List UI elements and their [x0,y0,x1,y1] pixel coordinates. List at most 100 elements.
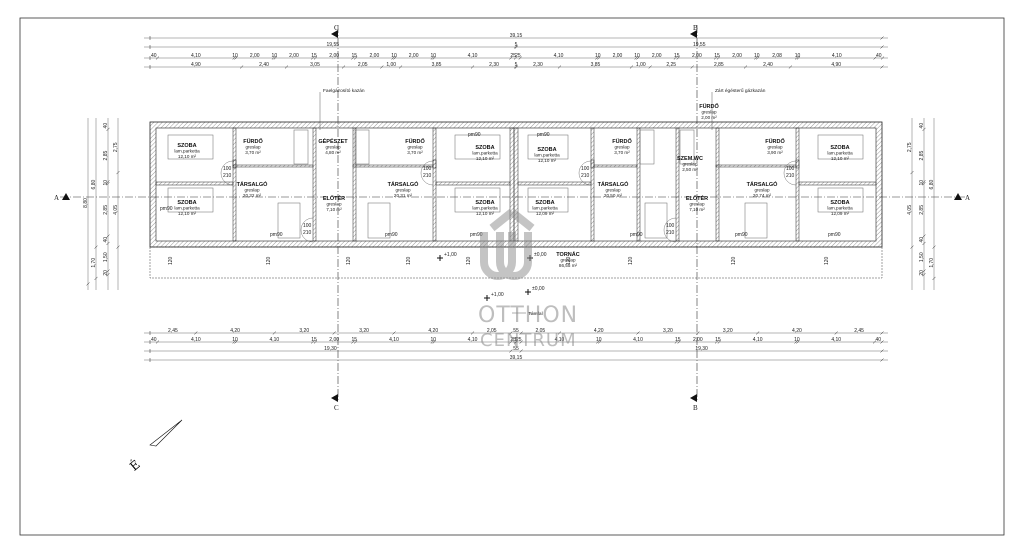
section-label-a-right: A [965,194,970,202]
dim-label: 4,05 [907,205,913,215]
dim-tick [470,65,475,69]
dim-label: 2,00 [693,337,703,343]
dim-label: 2,25 [666,62,676,68]
dim-label: 1,00 [636,62,646,68]
dim-label: 2,08 [772,53,782,59]
pier-label: 120 [566,256,572,265]
dim-tick [310,56,315,60]
dim-tick [194,331,198,335]
furniture-item [354,129,370,165]
dim-label: 3,05 [310,62,320,68]
room-floor: greslap [245,145,261,150]
dim-tick [690,65,694,69]
dim-tick [754,56,758,60]
room-area: 4,80 m² [325,150,341,155]
dim-label: 3,20 [723,328,733,334]
dim-label: 2,05 [487,328,497,334]
dim-label: 2,85 [103,205,109,215]
dim-tick [834,331,838,335]
room-area: 3,70 m² [407,150,423,155]
dim-tick [597,56,601,60]
room-floor: greslap [407,145,423,150]
room-floor: lam.parketta [534,153,560,158]
room-name: FÜRDŐ [765,138,785,145]
room-floor: greslap [326,202,342,207]
wall [352,164,434,168]
pier-label: 120 [406,256,412,265]
dim-tick [634,56,638,60]
dim-tick [755,331,760,335]
dim-tick [880,358,884,362]
dim-tick [106,273,110,277]
furniture-item [167,134,214,160]
room-floor: greslap [395,188,411,193]
room-name: GÉPÉSZET [318,137,348,145]
north-arrow-icon: É [126,419,183,474]
dim-tick [284,65,289,69]
watermark-line1: OTTHON [478,303,578,328]
dim-tick [432,340,436,344]
furniture [167,129,864,239]
window-label: pm90 [385,232,398,238]
window-label: pm90 [160,206,173,212]
pier-label: 120 [628,256,634,265]
dim-label: 2,05 [535,328,545,334]
room-name: TÁRSALGÓ [598,180,630,188]
dim-label: 55 [513,346,519,352]
dim-tick [714,340,719,344]
dim-label: 15 [351,53,357,59]
dim-tick [86,282,90,286]
room-floor: greslap [682,162,698,167]
pier-label: 120 [168,256,174,265]
room-floor: lam.parketta [532,206,558,211]
room-name: FÜRDŐ [405,138,425,145]
dim-label: 10 [919,180,925,186]
watermark-line2: CENTRUM [480,330,577,351]
dim-tick [232,340,236,344]
level-marker-icon [525,289,531,295]
dim-label: 4,10 [832,53,842,59]
door-swing-icon [300,217,314,243]
door-swing-icon [783,160,797,186]
dim-label: 19,30 [695,346,708,352]
door-height-label: 210 [786,173,795,179]
wall [435,181,511,186]
dim-label: 2,00 [409,53,419,59]
wall [590,159,595,242]
furniture-item [277,202,301,239]
dim-tick [509,349,513,353]
dim-label: 10 [794,337,800,343]
furniture-item [293,129,309,165]
note-retaining-wall: Támfal [528,311,543,317]
dim-tick [509,340,513,344]
dim-label: 10 [430,337,436,343]
dim-label: 20 [103,270,109,276]
room-name: TÁRSALGÓ [237,180,269,188]
dim-tick [597,340,602,344]
room-area: 12,10 m² [476,211,495,216]
dim-label: 20 [919,270,925,276]
section-arrow-icon [954,193,962,200]
section-label-c-bottom: C [334,404,339,412]
dim-label: 2,45 [168,328,178,334]
level-label: +1,00 [491,292,504,298]
dim-label: 10 [596,337,602,343]
dim-tick [716,56,721,60]
room-area: 20,32 m² [243,193,262,198]
dim-tick [922,269,926,273]
section-arrow-icon [331,394,338,402]
dim-label: 2,85 [919,205,925,215]
dim-tick [116,170,120,175]
section-label-b-bottom: B [693,404,698,412]
dim-label: 4,90 [831,62,841,68]
furniture-item [817,187,864,213]
room-area: 7,10 m² [326,207,342,212]
room-floor: greslap [754,188,770,193]
